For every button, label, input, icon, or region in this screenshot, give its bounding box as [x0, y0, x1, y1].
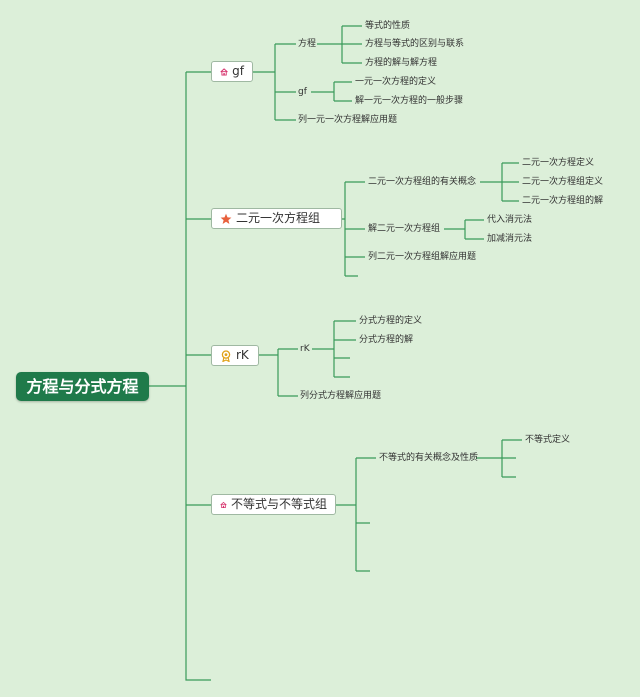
branch-label: gf [232, 64, 244, 78]
topic-leaf[interactable]: 一元一次方程的定义 [355, 77, 437, 87]
branch-node-linear-system[interactable]: 二元一次方程组 [211, 208, 342, 229]
topic-leaf[interactable]: 方程与等式的区别与联系 [365, 39, 465, 49]
branch-label: 二元一次方程组 [236, 211, 321, 225]
badge-icon [221, 349, 231, 362]
topic-leaf[interactable]: 解一元一次方程的一般步骤 [355, 96, 464, 106]
home-icon [220, 501, 227, 508]
topic-leaf[interactable]: 二元一次方程定义 [522, 158, 595, 168]
branch-label: rK [236, 348, 249, 362]
branch-label: 不等式与不等式组 [230, 497, 327, 511]
topic-gf[interactable]: gf [298, 87, 307, 97]
topic-leaf[interactable]: 分式方程的定义 [359, 316, 423, 326]
topic-leaf[interactable]: 加减消元法 [487, 234, 533, 244]
topic-leaf[interactable]: 二元一次方程组定义 [522, 177, 604, 187]
branch-node-gf[interactable]: gf [211, 61, 253, 82]
topic-solve-system[interactable]: 解二元一次方程组 [368, 224, 441, 234]
root-topic[interactable]: 方程与分式方程 [16, 372, 149, 401]
topic-word-problem[interactable]: 列一元一次方程解应用题 [298, 115, 398, 125]
topic-leaf[interactable]: 二元一次方程组的解 [522, 196, 604, 206]
topic-equation[interactable]: 方程 [298, 39, 317, 49]
branch-node-rk[interactable]: rK [211, 345, 259, 366]
topic-leaf[interactable]: 方程的解与解方程 [365, 58, 438, 68]
home-icon [220, 67, 228, 76]
topic-leaf[interactable]: 代入消元法 [487, 215, 533, 225]
topic-leaf[interactable]: 不等式定义 [525, 435, 571, 445]
topic-rk[interactable]: rK [300, 344, 310, 354]
topic-word-problem[interactable]: 列分式方程解应用题 [300, 391, 382, 401]
branch-node-inequality[interactable]: 不等式与不等式组 [211, 494, 336, 515]
topic-word-problem[interactable]: 列二元一次方程组解应用题 [368, 252, 477, 262]
topic-leaf[interactable]: 分式方程的解 [359, 335, 414, 345]
topic-concepts[interactable]: 二元一次方程组的有关概念 [368, 177, 477, 187]
star-icon [220, 213, 232, 224]
topic-leaf[interactable]: 等式的性质 [365, 21, 411, 31]
topic-inequality-concepts[interactable]: 不等式的有关概念及性质 [379, 453, 479, 463]
